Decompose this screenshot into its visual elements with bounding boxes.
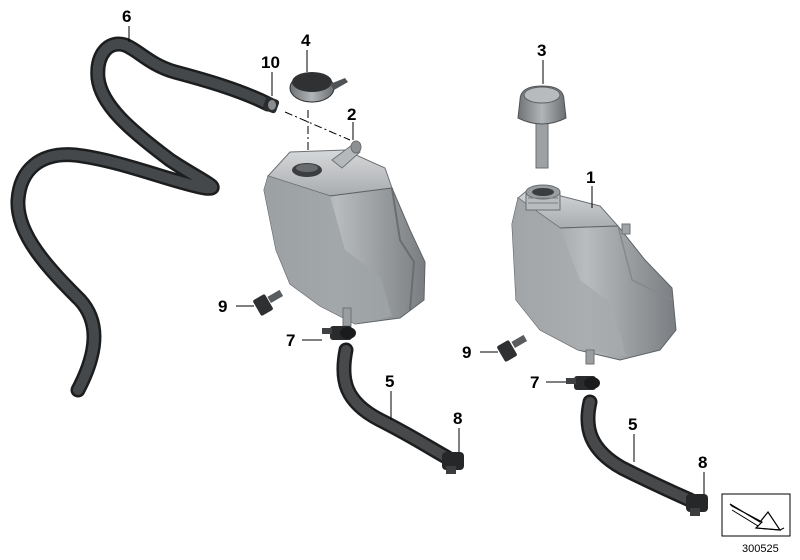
callout-10: 10 [261, 53, 280, 72]
reservoir-tank-part-2 [263, 140, 426, 327]
reference-number: 300525 [742, 543, 779, 555]
clamp-part-10 [262, 96, 280, 114]
reservoir-tank-part-1 [511, 184, 677, 365]
clamp-part-7-left [322, 326, 356, 340]
clamp-part-7-right [566, 376, 600, 390]
hose-part-5-right [580, 394, 698, 508]
callout-5-left: 5 [385, 372, 394, 391]
callout-2: 2 [347, 105, 356, 124]
callout-3: 3 [537, 41, 546, 60]
callout-9-left: 9 [218, 297, 227, 316]
callout-8-left: 8 [453, 409, 462, 428]
clamp-part-8-right [686, 494, 708, 516]
cap-part-4 [289, 72, 348, 103]
assembly-line [284, 111, 351, 141]
reference-arrow-icon [721, 493, 791, 537]
hose-part-5-left [336, 342, 456, 466]
hose-part-6 [10, 36, 276, 398]
leader-lines [128, 26, 705, 494]
callout-6: 6 [122, 7, 131, 26]
callout-5-right: 5 [628, 415, 637, 434]
callout-4: 4 [301, 31, 311, 50]
clamp-part-8-left [442, 452, 464, 474]
bolt-part-9-left [253, 289, 284, 316]
callout-9-right: 9 [462, 343, 471, 362]
callout-7-left: 7 [286, 331, 295, 350]
callout-8-right: 8 [698, 453, 707, 472]
cap-part-3 [517, 85, 567, 169]
callout-7-right: 7 [530, 373, 539, 392]
bolt-part-9-right [497, 334, 528, 362]
callout-1: 1 [586, 168, 595, 187]
